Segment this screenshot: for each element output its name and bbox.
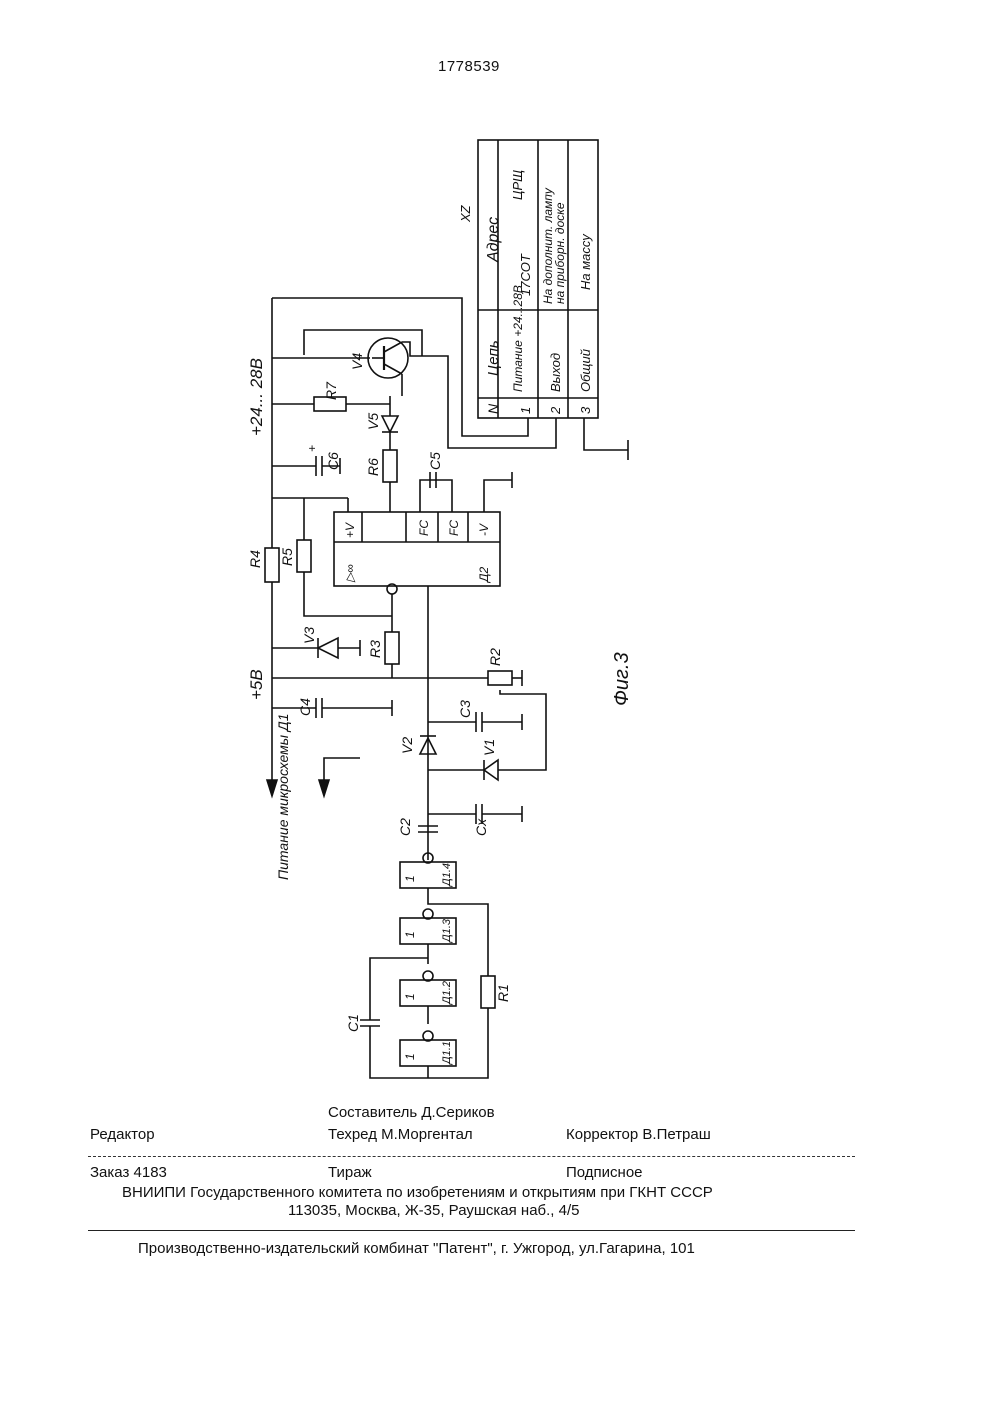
printer: Производственно-издательский комбинат "П… <box>138 1240 695 1257</box>
label-gate-d1-3-symbol: 1 <box>403 931 417 938</box>
label-d1-2: Д1.2 <box>441 981 453 1006</box>
connector-row1-address: 17СОТ <box>518 253 533 296</box>
connector-row3-circuit: Общий <box>578 349 593 392</box>
wire-v4-collector <box>304 330 422 356</box>
label-v3: V3 <box>301 627 317 644</box>
resistor-r1 <box>481 976 495 1008</box>
resistor-r5 <box>297 540 311 572</box>
label-cx: Cx <box>473 818 489 836</box>
label-c4: C4 <box>297 698 313 716</box>
label-d1-4: Д1.4 <box>441 863 453 888</box>
label-c3: C3 <box>457 700 473 718</box>
editor: Редактор <box>90 1126 155 1143</box>
label-c5: C5 <box>427 452 443 470</box>
label-c6: C6 <box>325 452 341 470</box>
label-supply-5v: +5В <box>247 669 266 700</box>
label-v1: V1 <box>481 739 497 756</box>
label-pin-plus-v: +V <box>343 522 357 538</box>
connector-name: XZ <box>458 204 473 223</box>
diode-v5 <box>382 416 398 432</box>
connector-row2-address-extra: на приборн. доске <box>553 202 567 304</box>
connector-row1-address-extra: ЦРЩ <box>510 170 525 200</box>
circulation: Тираж <box>328 1164 372 1181</box>
compiler: Составитель Д.Сериков <box>328 1104 495 1121</box>
divider <box>88 1156 855 1157</box>
label-pin-minus-v: -V <box>477 523 491 536</box>
diode-v1 <box>484 760 498 780</box>
connector-header-circuit: Цепь <box>485 340 502 376</box>
connector-row1-circuit: Питание +24...28В <box>511 285 525 392</box>
organization-address: 113035, Москва, Ж-35, Раушская наб., 4/5 <box>288 1202 580 1219</box>
label-v2: V2 <box>399 737 415 754</box>
connector-row3-n: 3 <box>578 406 593 414</box>
label-pin-fc2: FC <box>447 520 461 536</box>
connector-row2-n: 2 <box>548 406 563 415</box>
subscription: Подписное <box>566 1164 643 1181</box>
label-r4: R4 <box>247 550 263 568</box>
wire-pin3 <box>584 418 628 450</box>
label-c1: C1 <box>345 1014 361 1032</box>
label-v4: V4 <box>349 353 365 370</box>
connector-row3-address: На массу <box>578 233 593 290</box>
label-gate-d1-1-symbol: 1 <box>403 1053 417 1060</box>
label-pin-fc1: FC <box>417 520 431 536</box>
label-r2: R2 <box>487 648 503 666</box>
label-gate-d1-2-symbol: 1 <box>403 993 417 1000</box>
label-d2: Д2 <box>477 567 491 584</box>
label-r3: R3 <box>367 640 383 658</box>
label-opamp-symbol: ▷∞ <box>343 564 357 583</box>
connector-header-n: N <box>485 403 501 414</box>
circuit-schematic: XZ Адрес Цепь N 1 Питание +24...28В 17СО… <box>0 0 1000 1100</box>
label-chip-power: Питание микросхемы Д1 <box>275 713 291 880</box>
order: Заказ 4183 <box>90 1164 167 1181</box>
label-r6: R6 <box>365 458 381 476</box>
label-v5: V5 <box>365 413 381 430</box>
connector-row1-n: 1 <box>518 407 533 414</box>
label-gate-d1-4-symbol: 1 <box>403 875 417 882</box>
connector-row2-circuit: Выход <box>548 353 563 392</box>
techred: Техред М.Моргентал <box>328 1126 473 1143</box>
organization: ВНИИПИ Государственного комитета по изоб… <box>122 1184 713 1201</box>
corrector: Корректор В.Петраш <box>566 1126 711 1143</box>
resistor-r6 <box>383 450 397 482</box>
resistor-r3 <box>385 632 399 664</box>
resistor-r4 <box>265 548 279 582</box>
label-c6-polarity: + <box>305 445 319 452</box>
divider <box>88 1230 855 1231</box>
label-supply-24v: +24... 28В <box>247 358 266 436</box>
label-r1: R1 <box>495 984 511 1002</box>
label-c2: C2 <box>397 818 413 836</box>
label-d1-1: Д1.1 <box>441 1041 453 1066</box>
diode-v3 <box>318 638 338 658</box>
resistor-r2 <box>488 671 512 685</box>
connector-header-address: Адрес <box>485 217 502 263</box>
label-r7: R7 <box>323 381 339 400</box>
label-d1-3: Д1.3 <box>441 918 453 944</box>
figure-caption: Фиг.3 <box>611 652 633 706</box>
label-r5: R5 <box>279 548 295 566</box>
arrow-icon <box>319 780 329 796</box>
wire-chip-ground <box>324 758 360 790</box>
